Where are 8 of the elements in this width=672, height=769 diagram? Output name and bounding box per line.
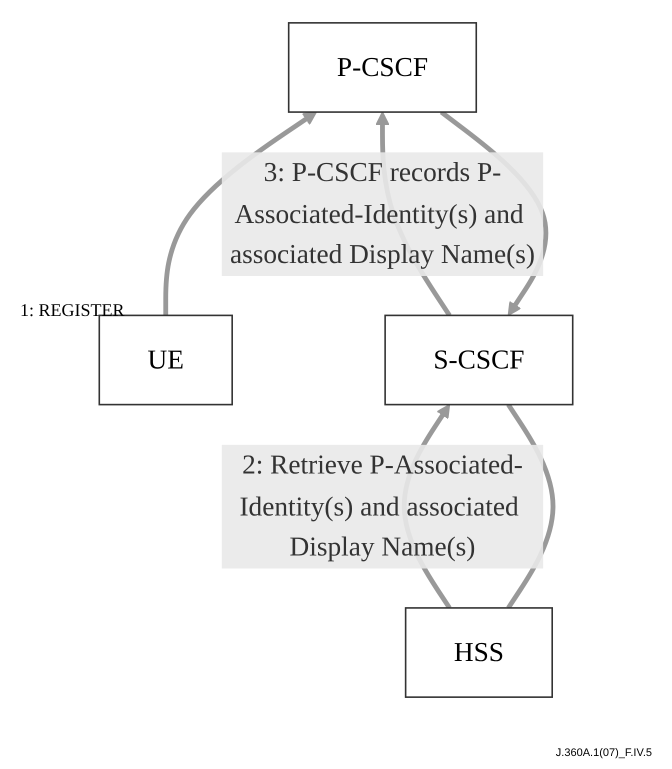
connector (506, 403, 556, 610)
node-box: P-CSCF (288, 22, 478, 113)
node-box: S-CSCF (384, 314, 574, 406)
node-box: HSS (404, 607, 553, 698)
edge-label: 2: Retrieve P-Associated-Identity(s) and associated Display Name(s) (239, 450, 523, 562)
node-box: UE (98, 314, 233, 406)
figure-number: J.360A.1(07)_F.IV.5 (556, 747, 652, 759)
edge-label: 3: P-CSCF records P-Associated-Identity(s) and associated Display Name(s) (230, 157, 535, 270)
